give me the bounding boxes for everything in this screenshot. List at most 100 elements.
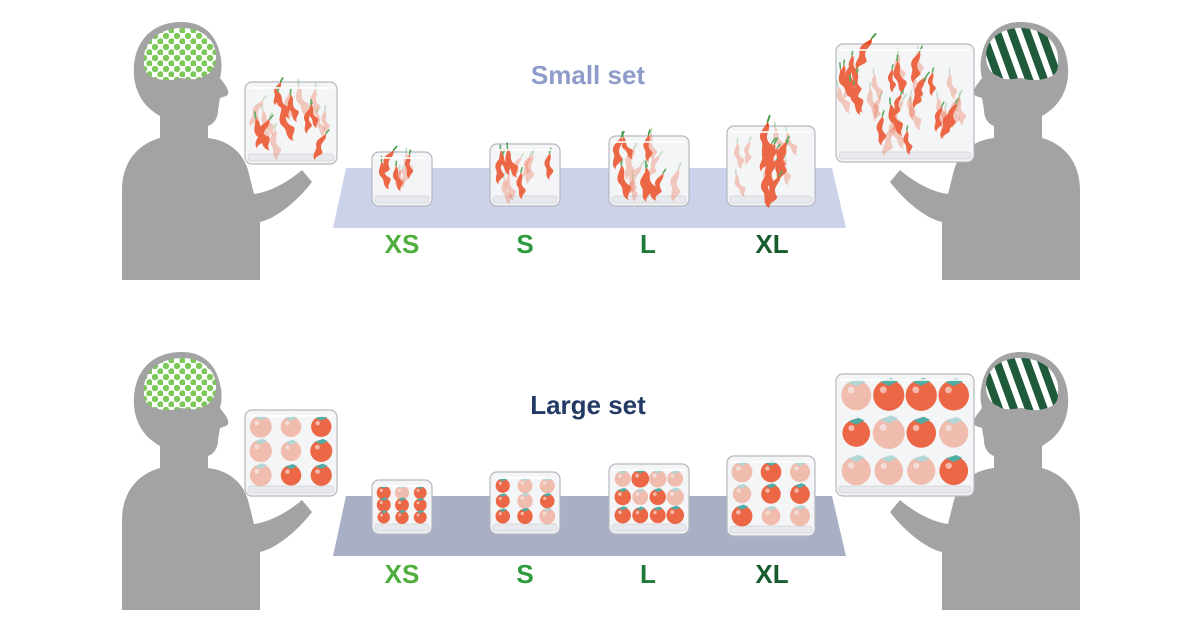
- cherry-tomato-icon: [539, 507, 556, 525]
- tray-s: [489, 471, 561, 535]
- chili-pepper-icon: [848, 49, 859, 81]
- cherry-tomato-icon: [649, 488, 666, 506]
- cherry-tomato-icon: [249, 438, 272, 463]
- tray-lid: [489, 143, 561, 207]
- panel-title: Small set: [531, 60, 646, 90]
- cherry-tomato-icon: [761, 505, 781, 526]
- chili-pepper-icon: [734, 168, 746, 197]
- tray-held-left: [244, 409, 338, 497]
- chili-pepper-icon: [624, 142, 638, 181]
- cherry-tomato-icon: [939, 416, 969, 448]
- chili-pepper-icon: [393, 160, 403, 192]
- cherry-tomato-icon: [667, 470, 684, 487]
- chili-pepper-icon: [848, 74, 864, 113]
- size-label-xl: XL: [755, 229, 788, 259]
- chili-pepper-icon: [670, 162, 682, 203]
- chili-pepper-icon: [249, 95, 268, 128]
- chili-pepper-icon: [764, 137, 779, 179]
- chili-pepper-icon: [643, 160, 658, 202]
- cherry-tomato-icon: [731, 504, 753, 527]
- tray-xl: [726, 114, 816, 209]
- person-right-icon: [890, 352, 1080, 610]
- person-right-icon: [890, 22, 1080, 280]
- cherry-tomato-icon: [632, 488, 649, 505]
- cherry-tomato-icon: [873, 378, 905, 411]
- cherry-tomato-icon: [517, 507, 533, 524]
- chili-pepper-icon: [934, 101, 945, 133]
- chili-pepper-icon: [871, 68, 883, 101]
- tray-lid: [608, 135, 690, 207]
- tray-lid: [726, 455, 816, 537]
- chili-pepper-icon: [629, 173, 638, 202]
- chili-pepper-icon: [906, 89, 916, 120]
- tray-lid: [835, 373, 975, 497]
- size-label-xs: XS: [385, 229, 420, 259]
- cherry-tomato-icon: [790, 483, 810, 504]
- chili-pepper-icon: [946, 67, 958, 100]
- cherry-tomato-icon: [517, 492, 533, 509]
- cherry-tomato-icon: [906, 416, 937, 448]
- cherry-tomato-icon: [874, 455, 904, 486]
- cherry-tomato-icon: [872, 415, 905, 449]
- cherry-tomato-icon: [280, 439, 302, 462]
- chili-pepper-icon: [516, 167, 526, 200]
- chili-pepper-icon: [912, 75, 928, 109]
- cherry-tomato-icon: [495, 493, 510, 508]
- tray-lid: [608, 463, 690, 535]
- size-label-xs: XS: [385, 559, 420, 589]
- brain-icon: [986, 358, 1059, 411]
- brain-icon: [143, 28, 216, 81]
- cherry-tomato-icon: [395, 509, 409, 524]
- chili-pepper-icon: [397, 164, 406, 189]
- cherry-tomato-icon: [760, 460, 782, 483]
- tray-lid: [244, 409, 338, 497]
- tray-lid: [489, 471, 561, 535]
- brain-icon: [143, 358, 216, 411]
- cherry-tomato-icon: [310, 438, 333, 463]
- tray-lid: [371, 151, 433, 207]
- cherry-tomato-icon: [666, 505, 685, 525]
- chili-pepper-icon: [852, 67, 862, 98]
- chili-pepper-icon: [744, 136, 752, 166]
- tray-body: [835, 43, 975, 163]
- chili-pepper-icon: [501, 172, 512, 205]
- chili-pepper-icon: [404, 149, 414, 180]
- chili-pepper-icon: [287, 88, 299, 123]
- tray-held-left: [244, 77, 338, 165]
- chili-pepper-icon: [893, 89, 904, 118]
- size-label-l: L: [640, 229, 656, 259]
- chili-pepper-icon: [887, 64, 896, 93]
- chili-pepper-icon: [775, 135, 790, 175]
- chili-pepper-icon: [295, 78, 310, 117]
- chili-pepper-icon: [855, 32, 877, 71]
- chili-pepper-icon: [873, 91, 883, 122]
- person-silhouette: [890, 352, 1080, 610]
- cherry-tomato-icon: [649, 506, 666, 524]
- chili-pepper-icon: [648, 150, 664, 178]
- chili-pepper-icon: [269, 122, 282, 161]
- cherry-tomato-icon: [841, 454, 871, 486]
- cherry-tomato-icon: [731, 460, 753, 483]
- cherry-tomato-icon: [539, 493, 555, 509]
- cherry-tomato-icon: [939, 454, 969, 486]
- cherry-tomato-icon: [789, 504, 811, 527]
- tray-lid: [835, 43, 975, 163]
- chili-pepper-icon: [734, 137, 745, 170]
- tray-l: [608, 127, 690, 207]
- size-label-s: S: [516, 559, 533, 589]
- tray-xl: [726, 455, 816, 537]
- conveyor-belt: [333, 168, 846, 228]
- chili-pepper-icon: [308, 98, 319, 128]
- chili-pepper-icon: [313, 129, 330, 161]
- chili-pepper-icon: [876, 110, 887, 146]
- chili-pepper-icon: [947, 98, 959, 132]
- tray-lid: [371, 479, 433, 535]
- cherry-tomato-icon: [413, 497, 427, 512]
- tray-lid: [244, 81, 338, 165]
- tray-l: [608, 463, 690, 535]
- brain-icon: [986, 28, 1059, 81]
- person-left-icon: [122, 22, 312, 280]
- cherry-tomato-icon: [666, 487, 684, 506]
- chili-pepper-icon: [866, 81, 880, 119]
- tray-body: [835, 373, 975, 497]
